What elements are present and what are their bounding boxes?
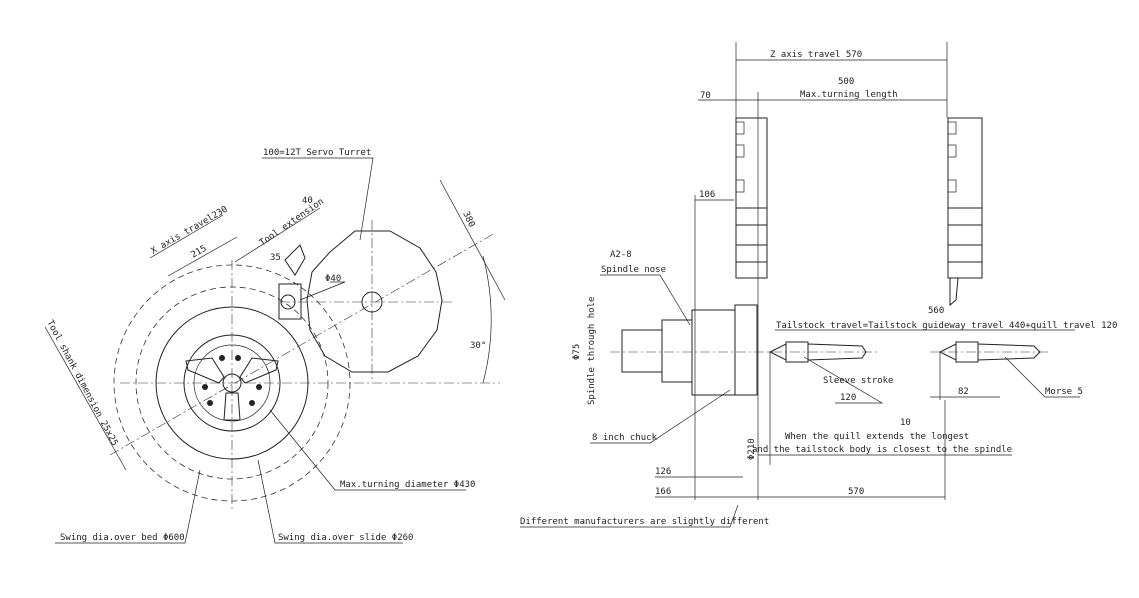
tool-shank-dim-line [44,326,127,471]
chuck-bore [222,373,242,393]
bore-leader [299,281,346,301]
through-hole-dia: Φ75 [572,344,582,360]
turret-leader [262,157,374,241]
turret-axis-line [109,232,496,456]
tool-extension-dim-line [234,207,321,263]
note-line-2: and the tailstock body is closest to the… [752,445,1012,455]
front-view: 100=12T Servo Turret X axis travel230 21… [44,148,506,544]
angle-label: 30° [470,341,486,351]
max-turning-circle [135,286,329,480]
spindle-nose-type: A2-8 [610,250,632,260]
note-line-1: When the quill extends the longest [785,432,969,442]
max-turning-length-value: 500 [838,77,854,87]
tool-holder [278,283,302,320]
manufacturers-note: Different manufacturers are slightly dif… [520,517,769,527]
right-turret-block [947,117,983,307]
spindle-nose-label: Spindle nose [601,265,666,275]
chuck-body [183,334,281,432]
max-turning-length-label: Max.turning length [800,90,898,100]
sleeve-stroke-label: Sleeve stroke [823,376,893,386]
morse-label: Morse 5 [1045,387,1083,397]
tool-extension-value: 40 [302,196,313,206]
x-axis-travel-label: X axis travel230 [150,205,230,257]
spindle-shaft [621,329,663,373]
swing-over-bed-label: Swing dia.over bed Φ600 [60,533,185,543]
tool-shank-label: Tool shank dimension 25x25 [44,319,119,448]
dim-380: 380 [460,210,476,229]
live-center-left [768,341,867,363]
max-turning-leader [269,409,466,491]
dim-380-line [439,179,506,301]
chuck-label: 8 inch chuck [592,433,658,443]
tool-tip [949,277,959,307]
chuck-leader [590,389,731,444]
chuck-face-plate [734,304,758,396]
z-axis-travel-label: Z axis travel 570 [770,50,862,60]
chuck-jaws [185,355,279,421]
live-center-right [930,341,1050,363]
swing-over-bed-circle [113,264,351,502]
angle-arc [482,255,492,384]
dim-82: 82 [958,387,969,397]
spindle-nose-leader [600,274,691,326]
turret-center-hole [361,291,383,313]
dim-570: 570 [848,487,864,497]
dim-10: 10 [900,418,911,428]
swing-over-slide-label: Swing dia.over slide Φ260 [278,533,413,543]
turret-label: 100=12T Servo Turret [263,148,371,158]
tool-extension-label: Tool extension [258,197,326,249]
x-travel-dim-line [149,214,224,259]
spindle-through-hole-label: Spindle through hole [587,297,597,405]
spindle-flange-circle [155,306,309,460]
spindle-assembly [610,304,880,396]
morse-leader [1004,356,1080,398]
side-view: Z axis travel 570 500 Max.turning length… [520,42,1117,528]
turning-tool [284,244,306,276]
dim-126: 126 [655,467,671,477]
manufacturers-leader [520,504,739,528]
boring-bar-hole [280,294,296,310]
chuck-inner-ring [193,344,271,422]
swing-slide-leader [257,459,403,544]
chuck-dia: Φ210 [747,438,757,460]
dim-106: 106 [699,190,715,200]
dim-35: 35 [270,253,281,263]
max-turning-diameter-label: Max.turning diameter Φ430 [340,480,475,490]
servo-turret [278,230,443,373]
dim-70: 70 [700,91,711,101]
dim-215-line [167,236,238,277]
chuck-body [691,309,736,396]
left-turret-block [735,117,768,279]
tailstock-travel-label: Tailstock travel=Tailstock guideway trav… [776,321,1117,331]
bore-dia-label: Φ40 [325,274,341,284]
sleeve-stroke-value: 120 [840,393,856,403]
sleeve-leader [803,356,884,404]
dim-166: 166 [655,487,671,497]
dim-560: 560 [928,306,944,316]
swing-bed-leader [55,469,201,544]
